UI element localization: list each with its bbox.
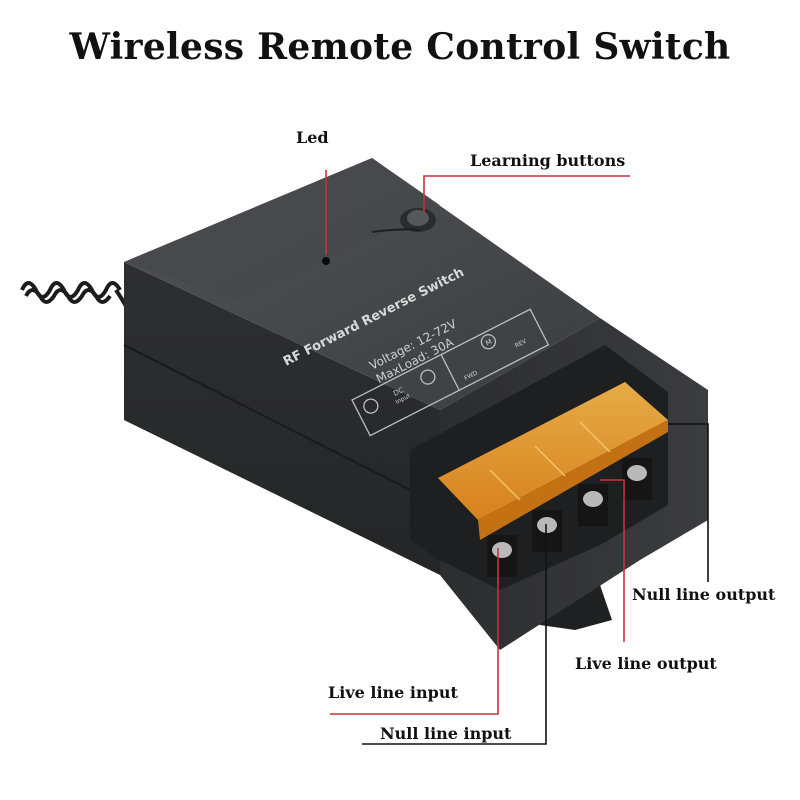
terminal-3 (578, 484, 608, 526)
callout-live-line-output: Live line output (575, 654, 717, 673)
led-indicator (322, 257, 330, 265)
callout-null-line-output: Null line output (632, 585, 776, 604)
terminal-1 (487, 535, 517, 577)
callout-led: Led (296, 128, 329, 147)
dc-label: DC (392, 386, 405, 398)
live-line-output-leader-line (600, 479, 625, 642)
callout-null-line-input: Null line input (380, 724, 512, 743)
motor-label: M (484, 338, 493, 348)
null-line-input-leader-line (362, 524, 547, 745)
terminal-4 (622, 458, 652, 500)
live-line-input-leader-line (330, 548, 499, 715)
terminal-block (487, 458, 652, 577)
terminal-cover (438, 382, 668, 520)
page-title: Wireless Remote Control Switch (69, 26, 731, 68)
learning-buttons-leader-line (423, 175, 630, 212)
null-line-output-leader-line (668, 423, 709, 582)
learning-button (371, 208, 436, 233)
antenna-coil (20, 281, 130, 311)
terminal-2 (532, 510, 562, 552)
callout-live-line-input: Live line input (328, 683, 458, 702)
housing-front-face (124, 262, 440, 575)
callout-learning-buttons: Learning buttons (470, 151, 626, 170)
